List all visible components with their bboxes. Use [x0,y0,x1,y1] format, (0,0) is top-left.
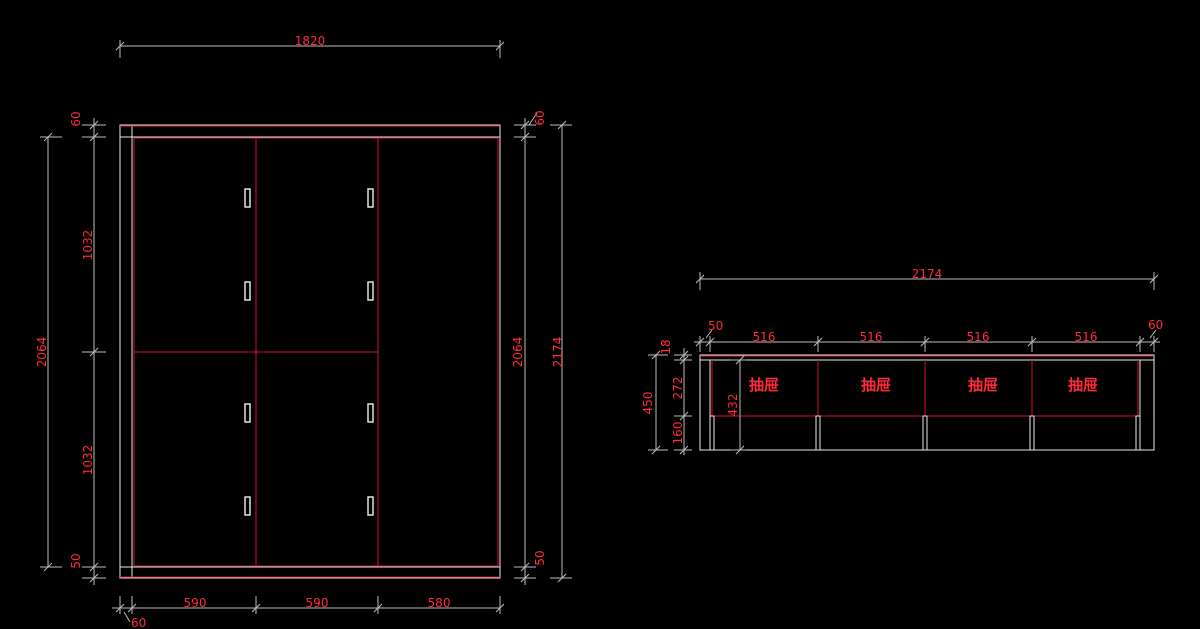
door-handle [244,496,251,516]
door-handle [367,188,374,208]
front-left-top-offset: 60 [69,111,83,126]
door-handle [244,281,251,301]
door-handle [244,403,251,423]
side-inner-height: 432 [726,394,740,417]
door-handle [367,496,374,516]
side-left-offset: 50 [708,319,723,333]
front-handles [244,188,374,516]
front-left-upper-section: 1032 [81,230,95,261]
cabinet-leg [1029,415,1035,451]
side-top-dimension: 2174 [695,267,1159,290]
side-segment-dimensions: 50 516 516 516 516 60 [694,318,1163,352]
front-left-total: 2064 [35,337,49,368]
front-overall-width-label: 1820 [295,34,326,48]
front-panels [133,137,499,567]
front-right-top-offset: 60 [533,110,547,125]
front-bottom-dim-3: 580 [428,596,451,610]
drawer-label-3: 抽屉 [968,376,998,394]
side-drawer-width-1: 516 [753,330,776,344]
side-left-bottom-dim: 160 [671,422,685,445]
side-drawer-width-2: 516 [860,330,883,344]
side-drawer-labels: 抽屉 抽屉 抽屉 抽屉 [749,376,1098,394]
cabinet-leg [1135,415,1141,451]
front-bottom-dim-1: 590 [184,596,207,610]
front-right-inner: 2064 [511,337,525,368]
side-right-offset: 60 [1148,318,1163,332]
drawer-label-1: 抽屉 [749,376,779,394]
door-handle [244,188,251,208]
front-left-lower-section: 1032 [81,445,95,476]
front-bottom-dimensions: 590 590 580 60 [112,596,505,629]
side-overall-width-label: 2174 [912,267,943,281]
front-left-dimensions: 2064 60 1032 1032 50 [35,111,106,585]
front-outer-frame [119,124,501,579]
front-right-total: 2174 [551,337,565,368]
drawer-label-4: 抽屉 [1068,376,1098,394]
side-left-top-dim: 18 [659,339,673,354]
cabinet-leg [922,415,928,451]
front-bottom-dim-2: 590 [306,596,329,610]
side-body [699,354,1155,451]
side-left-dimensions: 450 18 272 160 432 [641,339,746,455]
door-handle [367,281,374,301]
front-bottom-left-offset: 60 [131,616,146,629]
cabinet-leg [815,415,821,451]
side-left-total: 450 [641,392,655,415]
front-left-bottom-offset: 50 [69,553,83,568]
drawer-label-2: 抽屉 [861,376,891,394]
side-drawer-width-4: 516 [1075,330,1098,344]
side-drawer-width-3: 516 [967,330,990,344]
door-handle [367,403,374,423]
front-right-bottom-offset: 50 [533,550,547,565]
side-left-mid-dim: 272 [671,377,685,400]
side-view: 2174 50 516 516 516 516 60 [641,267,1163,455]
front-top-dimension: 1820 [115,34,505,58]
front-right-dimensions: 60 2064 50 2174 [511,110,572,585]
front-view: 1820 [35,34,572,629]
cabinet-leg [709,415,715,451]
